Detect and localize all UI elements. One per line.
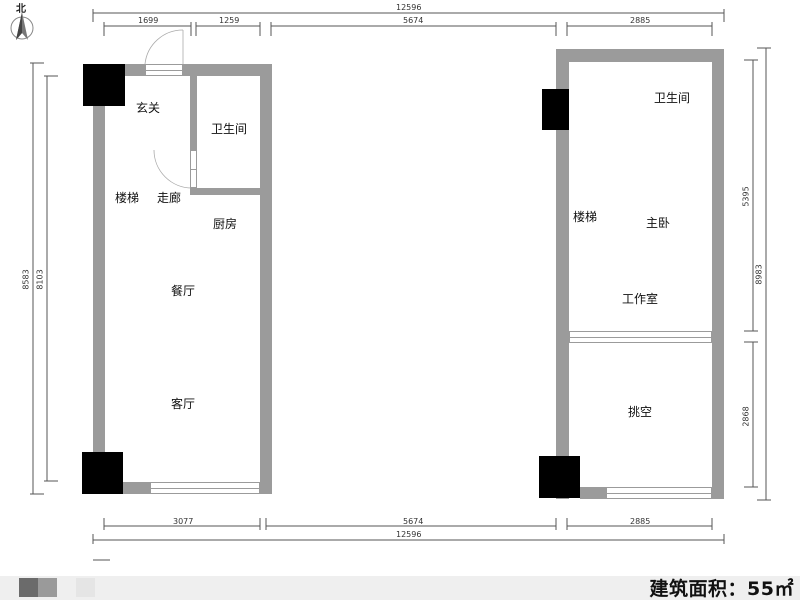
room-corridor: 走廊 [157,191,182,205]
north-arrow-icon [10,12,34,40]
wall [190,188,272,195]
room-study: 工作室 [622,292,659,306]
room-void: 挑空 [628,405,653,419]
compass-label: 北 [16,4,26,15]
dim-right-total: 8983 [754,264,764,285]
footer-band [0,576,800,600]
room-bathroom-2f: 卫生间 [654,91,691,105]
room-stairs-2f: 楼梯 [573,210,598,224]
dim-right-lower: 2868 [741,406,751,427]
room-bathroom: 卫生间 [211,122,248,136]
window [150,482,260,494]
room-living: 客厅 [171,397,196,411]
dim-left-inner: 8103 [35,269,45,290]
room-master-bedroom: 主卧 [646,216,671,230]
room-kitchen: 厨房 [213,217,238,231]
swatch [76,578,95,597]
building-area-label: 建筑面积：55㎡ [649,578,794,600]
swatch [19,578,38,597]
dim-right-upper: 5395 [741,186,751,207]
dim-top-1: 1699 [138,16,159,25]
bathroom-door [190,150,197,188]
wall [260,64,272,494]
column [542,89,569,130]
wall [122,64,145,76]
column [82,452,123,494]
dim-bottom-1: 3077 [173,517,194,526]
wall [556,49,724,62]
room-stairs: 楼梯 [115,191,140,205]
dim-top-3: 5674 [403,16,424,25]
column [83,64,125,106]
dim-bottom-3: 2885 [630,517,651,526]
column [539,456,580,498]
window [606,487,712,499]
dim-left-outer: 8583 [21,269,31,290]
wall [712,49,724,499]
railing [569,331,712,343]
swatch [38,578,57,597]
wall [122,482,150,494]
wall [93,105,105,455]
wall [556,49,569,499]
room-dining: 餐厅 [171,284,196,298]
dim-top-2: 1259 [219,16,240,25]
dim-top-total: 12596 [396,3,422,12]
dim-bottom-2: 5674 [403,517,424,526]
wall [580,487,606,499]
wall [183,64,272,76]
dim-bottom-total: 12596 [396,530,422,539]
entry-door-opening [145,64,183,76]
room-entrance: 玄关 [136,101,161,115]
wall [190,64,197,150]
dim-top-4: 2885 [630,16,651,25]
